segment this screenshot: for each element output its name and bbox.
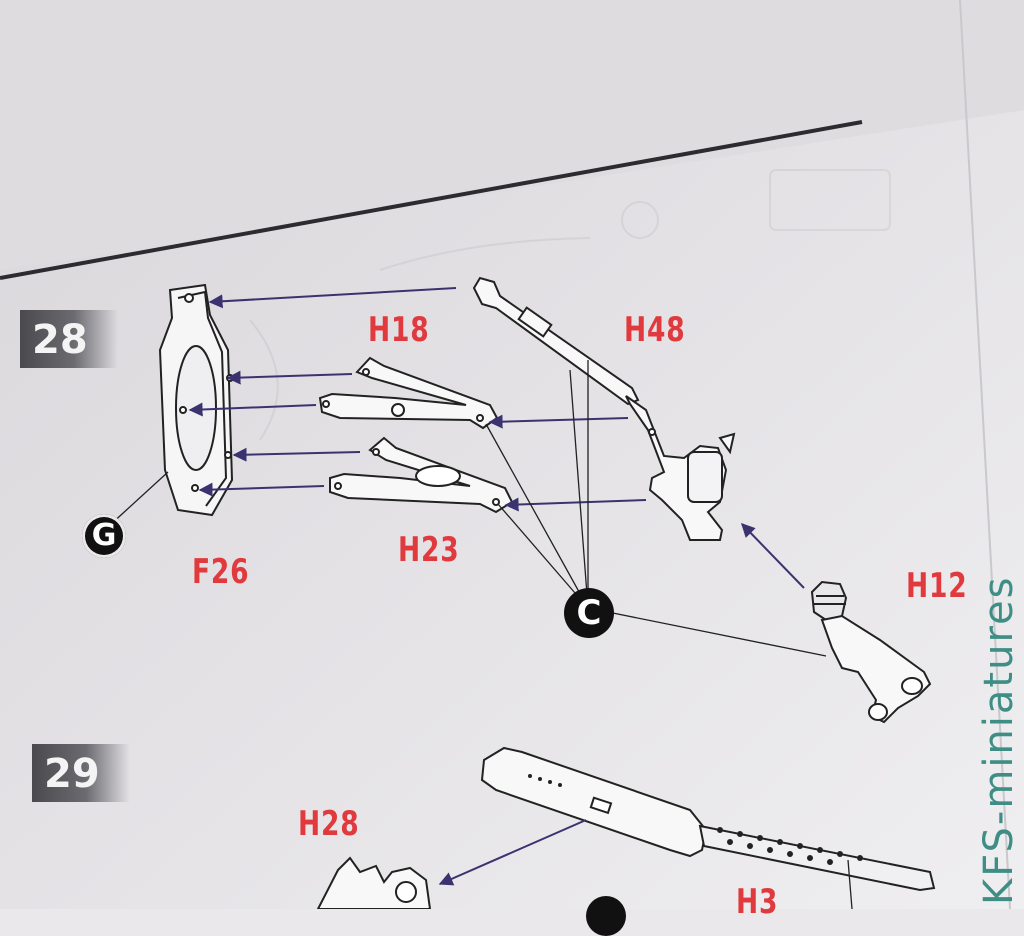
watermark-text: KFS-miniatures xyxy=(976,575,1022,905)
part-f26-plate xyxy=(158,283,234,517)
part-h18-upper-arm xyxy=(318,356,499,430)
assembly-arrows xyxy=(188,287,805,886)
marker-partial xyxy=(586,896,626,936)
part-h48-strut xyxy=(472,276,736,541)
section-divider xyxy=(0,120,863,280)
part-machine-gun xyxy=(480,746,936,892)
part-label-h12: H12 xyxy=(906,566,968,606)
part-label-h3: H3 xyxy=(736,882,779,922)
part-h28-mount xyxy=(316,856,432,909)
marker-g: G xyxy=(82,514,126,558)
part-label-f26: F26 xyxy=(192,552,250,592)
part-h12-yoke xyxy=(810,580,932,724)
part-label-h28: H28 xyxy=(298,804,360,844)
ghost-print xyxy=(249,169,891,441)
part-label-h18: H18 xyxy=(368,310,430,350)
part-h23-lower-arm xyxy=(329,436,514,514)
step-number-29: 29 xyxy=(32,744,130,802)
page-shadow xyxy=(0,0,1024,270)
part-label-h23: H23 xyxy=(398,530,460,570)
marker-c: C xyxy=(564,588,614,638)
page-edge xyxy=(959,0,1011,909)
assembly-diagram xyxy=(0,0,1024,909)
part-label-h48: H48 xyxy=(624,310,686,350)
step-number-28: 28 xyxy=(20,310,118,368)
callout-lines xyxy=(97,360,853,909)
